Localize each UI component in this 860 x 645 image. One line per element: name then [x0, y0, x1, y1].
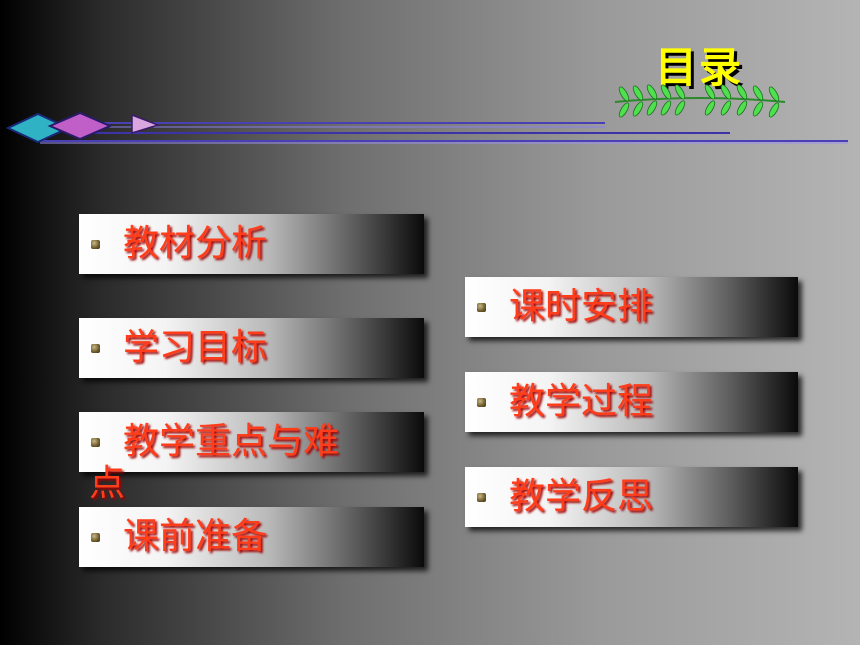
toc-item-key-points[interactable]: 教学重点与难 点	[79, 412, 424, 504]
bullet-icon	[91, 533, 100, 542]
toc-item-label: 课前准备	[123, 516, 268, 557]
toc-item-label: 教学过程	[509, 381, 654, 422]
toc-item-label: 教学重点与难 点	[89, 421, 340, 504]
toc-item-label: 学习目标	[123, 327, 268, 368]
toc-item-teaching-reflection[interactable]: 教学反思	[465, 467, 798, 527]
toc-item-label: 教学反思	[509, 476, 654, 517]
toc-item-learning-goals[interactable]: 学习目标	[79, 318, 424, 378]
bullet-icon	[91, 438, 100, 447]
bullet-icon	[91, 344, 100, 353]
vine-branch-icon	[614, 84, 786, 118]
toc-item-label: 课时安排	[509, 286, 654, 327]
bullet-icon	[477, 493, 486, 502]
toc-item-label: 教材分析	[123, 223, 268, 264]
diamond-line-ornament-icon	[5, 111, 848, 144]
bullet-icon	[91, 240, 100, 249]
bullet-icon	[477, 303, 486, 312]
toc-item-textbook-analysis[interactable]: 教材分析	[79, 214, 424, 274]
toc-item-lesson-schedule[interactable]: 课时安排	[465, 277, 798, 337]
toc-item-class-preparation[interactable]: 课前准备	[79, 507, 424, 567]
toc-item-teaching-process[interactable]: 教学过程	[465, 372, 798, 432]
page-title: 目录	[655, 43, 744, 92]
bullet-icon	[477, 398, 486, 407]
